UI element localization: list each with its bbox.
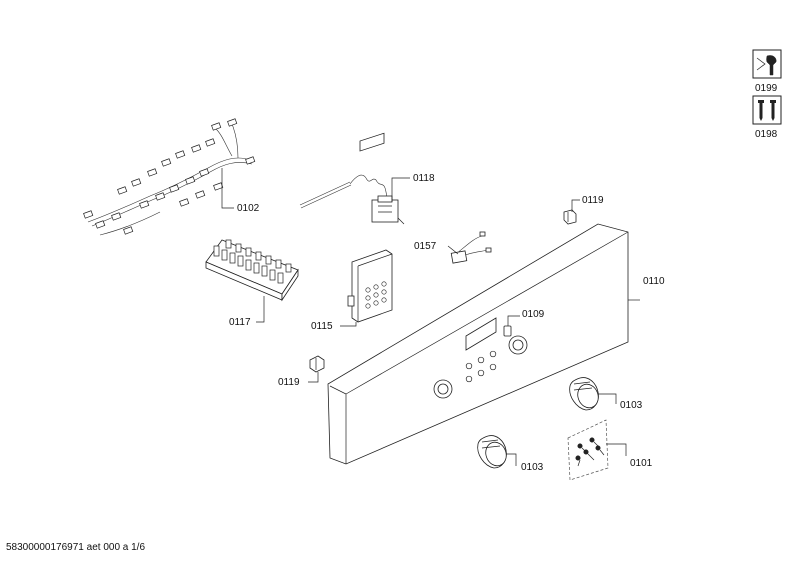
part-label-0118: 0118 — [413, 173, 435, 184]
push-button — [503, 315, 520, 337]
part-label-0119-lower: 0119 — [278, 377, 300, 388]
wrench-tool-icon[interactable] — [752, 49, 782, 79]
screws-icon[interactable] — [752, 95, 782, 125]
part-label-0103-upper: 0103 — [620, 400, 643, 411]
tool-icon-label: 0199 — [755, 83, 778, 94]
switch-module — [340, 132, 393, 327]
cable-connector — [447, 231, 492, 264]
screws-icon-label: 0198 — [755, 129, 778, 140]
screw-set — [567, 419, 627, 481]
terminal-block — [205, 239, 299, 323]
part-label-0119-upper: 0119 — [582, 195, 604, 206]
part-label-0117: 0117 — [229, 317, 251, 328]
wire-harness — [83, 118, 256, 236]
document-footer: 58300000176971 aet 000 a 1/6 — [6, 542, 146, 553]
part-label-0115: 0115 — [311, 321, 333, 332]
part-label-0110: 0110 — [643, 276, 665, 287]
thermostat — [299, 174, 410, 225]
knob-upper — [569, 377, 617, 411]
part-label-0109: 0109 — [522, 309, 545, 320]
part-label-0101: 0101 — [630, 458, 653, 469]
part-label-0103-lower: 0103 — [521, 462, 544, 473]
control-panel — [327, 223, 640, 465]
part-label-0157: 0157 — [414, 241, 437, 252]
clip-lower — [308, 355, 325, 383]
clip-upper — [563, 199, 580, 225]
part-label-0102: 0102 — [237, 203, 260, 214]
knob-lower — [477, 435, 517, 469]
